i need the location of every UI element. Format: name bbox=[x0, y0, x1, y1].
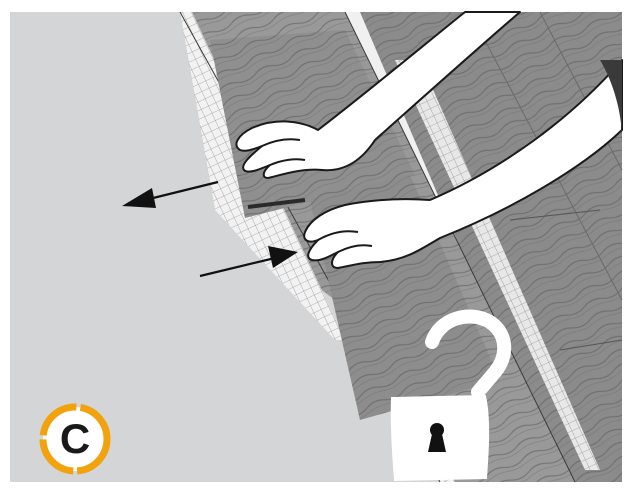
step-badge: C bbox=[34, 398, 116, 480]
step-letter: C bbox=[34, 398, 116, 480]
